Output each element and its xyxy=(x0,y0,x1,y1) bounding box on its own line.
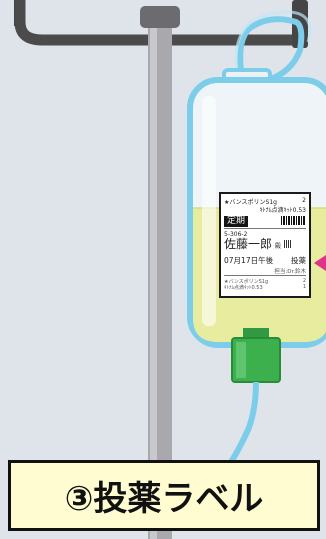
footer-drug-2: ｷﾄﾅﾑ点滴ｷｯﾄ0.53 1 xyxy=(224,284,306,291)
divider xyxy=(224,275,306,276)
drip-tube xyxy=(226,382,256,470)
barcode-icon xyxy=(281,216,305,225)
type-tag: 定期 xyxy=(224,216,248,227)
dose-time: 07月17日午後 投薬 xyxy=(224,255,306,266)
barcode-small-icon xyxy=(284,240,292,248)
doctor-name: 担当:Dr.鈴木 xyxy=(224,267,306,275)
patient-name: 佐藤一郎 殿 xyxy=(224,237,306,254)
caption-text: ③投薬ラベル xyxy=(65,471,264,520)
divider xyxy=(224,228,306,229)
drug-line-2: ｷﾄﾅﾑ点滴ｷｯﾄ0.53 xyxy=(224,205,306,214)
medication-label: ★バンスポリンS1g 2 ｷﾄﾅﾑ点滴ｷｯﾄ0.53 定期 5-306-2 佐藤… xyxy=(219,192,311,298)
caption-box: ③投薬ラベル xyxy=(8,460,320,531)
